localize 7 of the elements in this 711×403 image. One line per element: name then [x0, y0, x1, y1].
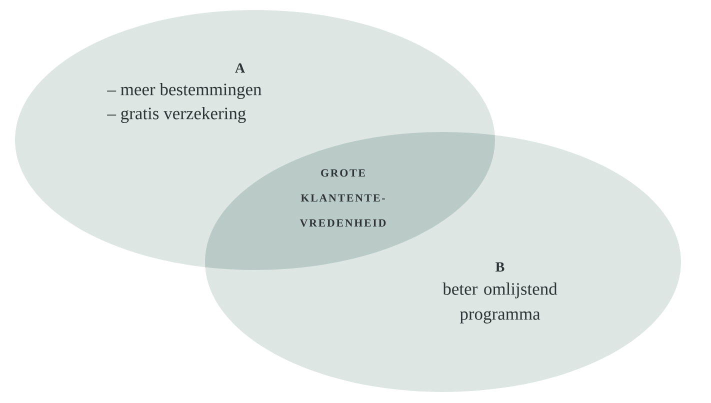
list-item: – meer bestemmingen — [107, 83, 262, 99]
set-heading: A — [235, 63, 245, 73]
set-description: beter omlijstend programma — [442, 282, 558, 324]
set-ellipse — [205, 132, 681, 392]
intersection-label: GROTE KLANTENTE- VREDENHEID — [300, 169, 386, 227]
list-item: – gratis verzekering — [107, 107, 246, 123]
set-heading: B — [496, 262, 504, 272]
